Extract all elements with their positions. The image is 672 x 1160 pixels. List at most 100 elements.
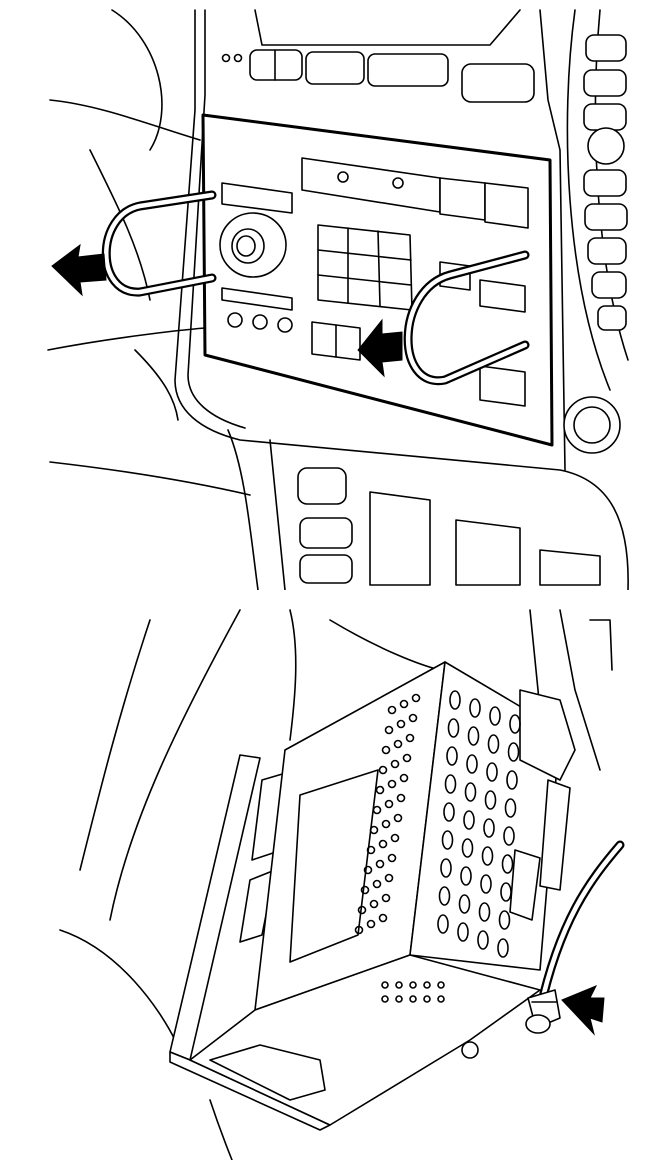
vent-hole (409, 981, 417, 989)
vent-hole (467, 726, 480, 746)
removal-tool-left (101, 190, 217, 297)
vent-hole (402, 753, 412, 763)
wiring-harness (535, 840, 625, 1015)
vent-hole (498, 910, 511, 930)
dash-bezel (174, 9, 629, 590)
vent-hole (395, 995, 403, 1003)
vent-hole (372, 879, 382, 889)
dash-contour-lines (47, 9, 251, 496)
vent-hole (381, 745, 391, 755)
vent-hole (396, 719, 406, 729)
lower-console (297, 467, 601, 586)
vent-hole (446, 746, 458, 766)
vent-hole (357, 905, 367, 915)
vent-hole (387, 705, 397, 715)
radio-front-bezel (169, 754, 331, 1131)
vent-hole (437, 914, 449, 934)
vent-hole (399, 699, 409, 709)
side-vent (563, 9, 629, 454)
vent-hole (408, 713, 418, 723)
vent-hole (489, 706, 501, 726)
vent-hole (378, 913, 388, 923)
vent-hole (503, 826, 515, 846)
vent-hole (381, 893, 391, 903)
dash-contour-lines (59, 609, 613, 1160)
vent-hole (500, 882, 512, 902)
vent-hole (443, 802, 455, 822)
vent-hole (509, 714, 521, 734)
vent-hole (360, 885, 370, 895)
chassis-vent-pattern (354, 690, 521, 1003)
vent-hole (458, 894, 471, 914)
vent-hole (507, 742, 520, 762)
vent-hole (504, 798, 517, 818)
vent-hole (463, 810, 475, 830)
vent-hole (437, 981, 445, 989)
vent-hole (381, 819, 391, 829)
vent-hole (487, 734, 500, 754)
vent-hole (372, 805, 382, 815)
vent-hole (384, 873, 394, 883)
arrow-left-icon (357, 318, 403, 378)
chassis-bottom-tray (189, 954, 541, 1126)
arrow-left-icon (51, 243, 107, 297)
vent-hole (506, 770, 518, 790)
vent-hole (375, 785, 385, 795)
vent-hole (423, 981, 431, 989)
chassis-rear-panel (409, 661, 576, 971)
vent-hole (501, 854, 514, 874)
vent-hole (393, 739, 403, 749)
vent-hole (469, 698, 481, 718)
vent-hole (369, 899, 379, 909)
vent-hole (384, 725, 394, 735)
vent-hole (481, 846, 494, 866)
arrow-left-icon (561, 985, 605, 1036)
vent-hole (387, 853, 397, 863)
vent-hole (390, 833, 400, 843)
vent-hole (438, 886, 451, 906)
removal-tool-right (403, 250, 530, 386)
vent-hole (366, 845, 376, 855)
vent-hole (486, 762, 498, 782)
vent-hole (483, 818, 495, 838)
vent-hole (399, 773, 409, 783)
vent-hole (378, 839, 388, 849)
vent-hole (437, 995, 445, 1003)
vent-hole (423, 995, 431, 1003)
radio-removal-drawing (47, 9, 629, 590)
vent-hole (395, 981, 403, 989)
vent-hole (447, 718, 460, 738)
vent-hole (409, 995, 417, 1003)
vent-hole (384, 799, 394, 809)
vent-hole (381, 995, 389, 1003)
vent-hole (375, 859, 385, 869)
vent-hole (411, 693, 421, 703)
vent-hole (457, 922, 469, 942)
vent-hole (460, 866, 472, 886)
chassis-side-panel (254, 661, 446, 1011)
vent-hole (405, 733, 415, 743)
vent-hole (480, 874, 492, 894)
vent-hole (387, 779, 397, 789)
vent-hole (484, 790, 497, 810)
vent-hole (354, 925, 364, 935)
vent-hole (378, 765, 388, 775)
vent-hole (390, 759, 400, 769)
radio-chassis-drawing (59, 609, 625, 1160)
vent-hole (464, 782, 477, 802)
vent-hole (444, 774, 457, 794)
radio-faceplate (201, 113, 554, 447)
vent-hole (497, 938, 509, 958)
vent-hole (477, 930, 489, 950)
vent-hole (366, 919, 376, 929)
vent-hole (393, 813, 403, 823)
vent-hole (441, 830, 454, 850)
vent-hole (461, 838, 474, 858)
vent-hole (440, 858, 452, 878)
vent-hole (363, 865, 373, 875)
connector-plug-icon (525, 989, 561, 1034)
vent-hole (369, 825, 379, 835)
vent-hole (478, 902, 491, 922)
vent-hole (466, 754, 478, 774)
